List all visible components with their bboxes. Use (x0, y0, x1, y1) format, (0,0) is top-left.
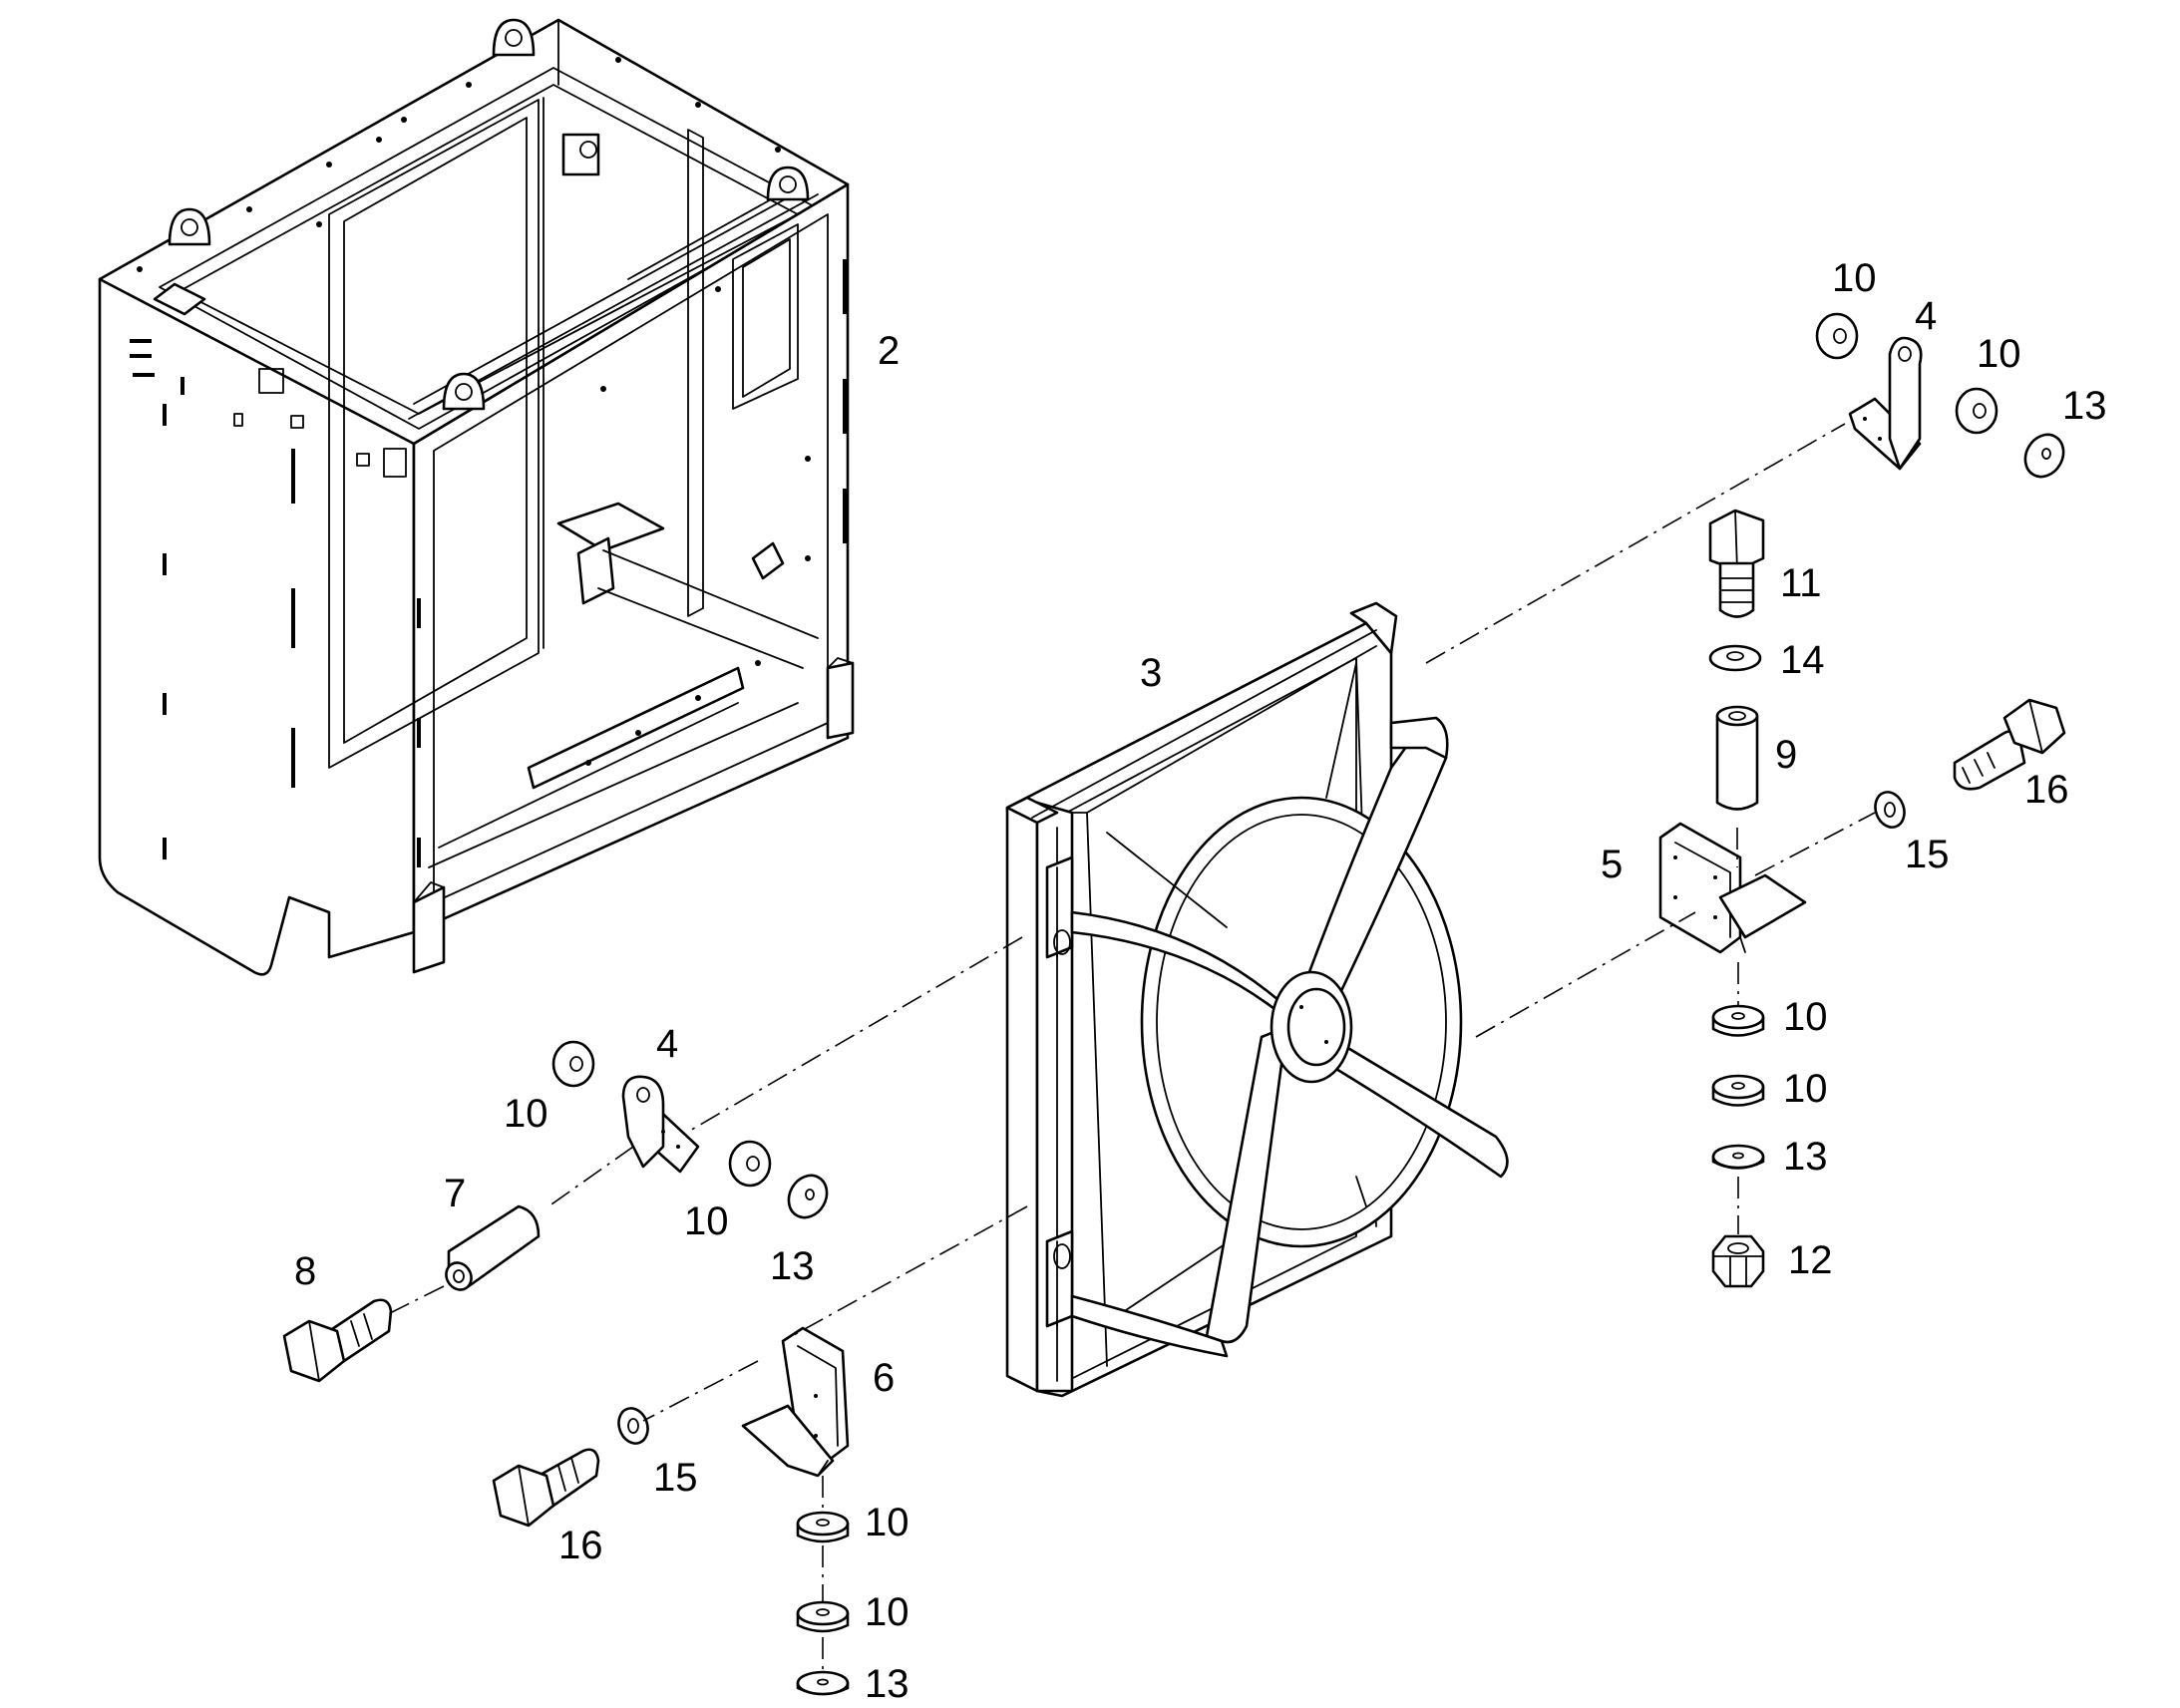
callout-lock-washer-right-horizontal: 15 (1905, 833, 1950, 876)
washer-left-a (551, 1040, 595, 1088)
bracket-upper-left (621, 1075, 700, 1174)
callout-spacer-left: 7 (444, 1172, 466, 1215)
mount-right (1658, 822, 1807, 954)
bolt-right-horizontal (1953, 698, 2066, 791)
washer-thin-bottom (796, 1670, 850, 1696)
callout-washer-right-a: 10 (1783, 995, 1828, 1039)
callout-radiator-fan-assembly: 3 (1140, 651, 1162, 695)
callout-washer-left-a: 10 (504, 1092, 548, 1136)
frame-housing (98, 18, 855, 976)
spacer-left (445, 1204, 541, 1291)
callout-bolt-right-horizontal: 16 (2024, 768, 2069, 812)
washer-top-a (1815, 312, 1859, 360)
callout-washer-right-b: 10 (1783, 1067, 1828, 1111)
callout-nut-right: 12 (1788, 1238, 1833, 1282)
bolt-left (282, 1298, 393, 1383)
leader-lines (383, 423, 1876, 1672)
callout-bolt-left-horizontal: 16 (558, 1524, 603, 1567)
callout-bolt-right-vertical: 11 (1780, 561, 1822, 605)
washer-thin-left (787, 1174, 829, 1219)
callout-mount-left: 6 (873, 1356, 895, 1400)
washer-thin-top (2023, 433, 2065, 479)
callout-bracket-upper-left: 4 (656, 1022, 678, 1066)
callout-labels: 2 3 4 4 5 6 7 8 9 10 10 10 10 10 10 10 1… (294, 256, 2107, 1706)
callout-washer-thin-left: 13 (770, 1244, 815, 1288)
callout-lock-washer-left: 15 (653, 1456, 698, 1500)
callout-washer-left-b: 10 (684, 1199, 729, 1243)
lock-washer-right-horizontal (1874, 791, 1906, 829)
washer-thin-right (1711, 1144, 1765, 1170)
callout-washer-top-a: 10 (1832, 256, 1877, 300)
nut-right (1711, 1234, 1765, 1288)
radiator-fan-assembly (1005, 601, 1509, 1398)
washer-bottom-a (796, 1511, 850, 1543)
callout-mount-right: 5 (1601, 843, 1623, 886)
callout-washer-top-b: 10 (1977, 332, 2021, 376)
lock-washer-left (617, 1407, 649, 1445)
callout-washer-thin-bottom: 13 (865, 1662, 909, 1706)
callout-washer-thin-top: 13 (2062, 384, 2107, 428)
mount-left (741, 1326, 850, 1478)
washer-right-a (1711, 1004, 1765, 1037)
callout-lock-washer-right: 14 (1780, 638, 1825, 682)
washer-right-b (1711, 1074, 1765, 1107)
callout-washer-bottom-a: 10 (865, 1501, 909, 1544)
callout-sleeve-right: 9 (1775, 733, 1797, 777)
rivet-dots (137, 57, 811, 766)
callout-washer-thin-right: 13 (1783, 1135, 1828, 1179)
washer-top-b (1955, 387, 1998, 435)
sleeve-right (1715, 705, 1759, 811)
callout-bolt-left: 8 (294, 1249, 316, 1293)
callout-washer-bottom-b: 10 (865, 1590, 909, 1634)
washer-left-b (728, 1140, 772, 1188)
callout-bracket-upper-right: 4 (1915, 294, 1937, 338)
bolt-right-vertical (1708, 509, 1765, 618)
lock-washer-right (1708, 644, 1762, 672)
bracket-upper-right (1848, 336, 1923, 471)
washer-bottom-b (796, 1600, 850, 1633)
bolt-left-horizontal (492, 1448, 600, 1528)
callout-frame: 2 (878, 329, 900, 373)
